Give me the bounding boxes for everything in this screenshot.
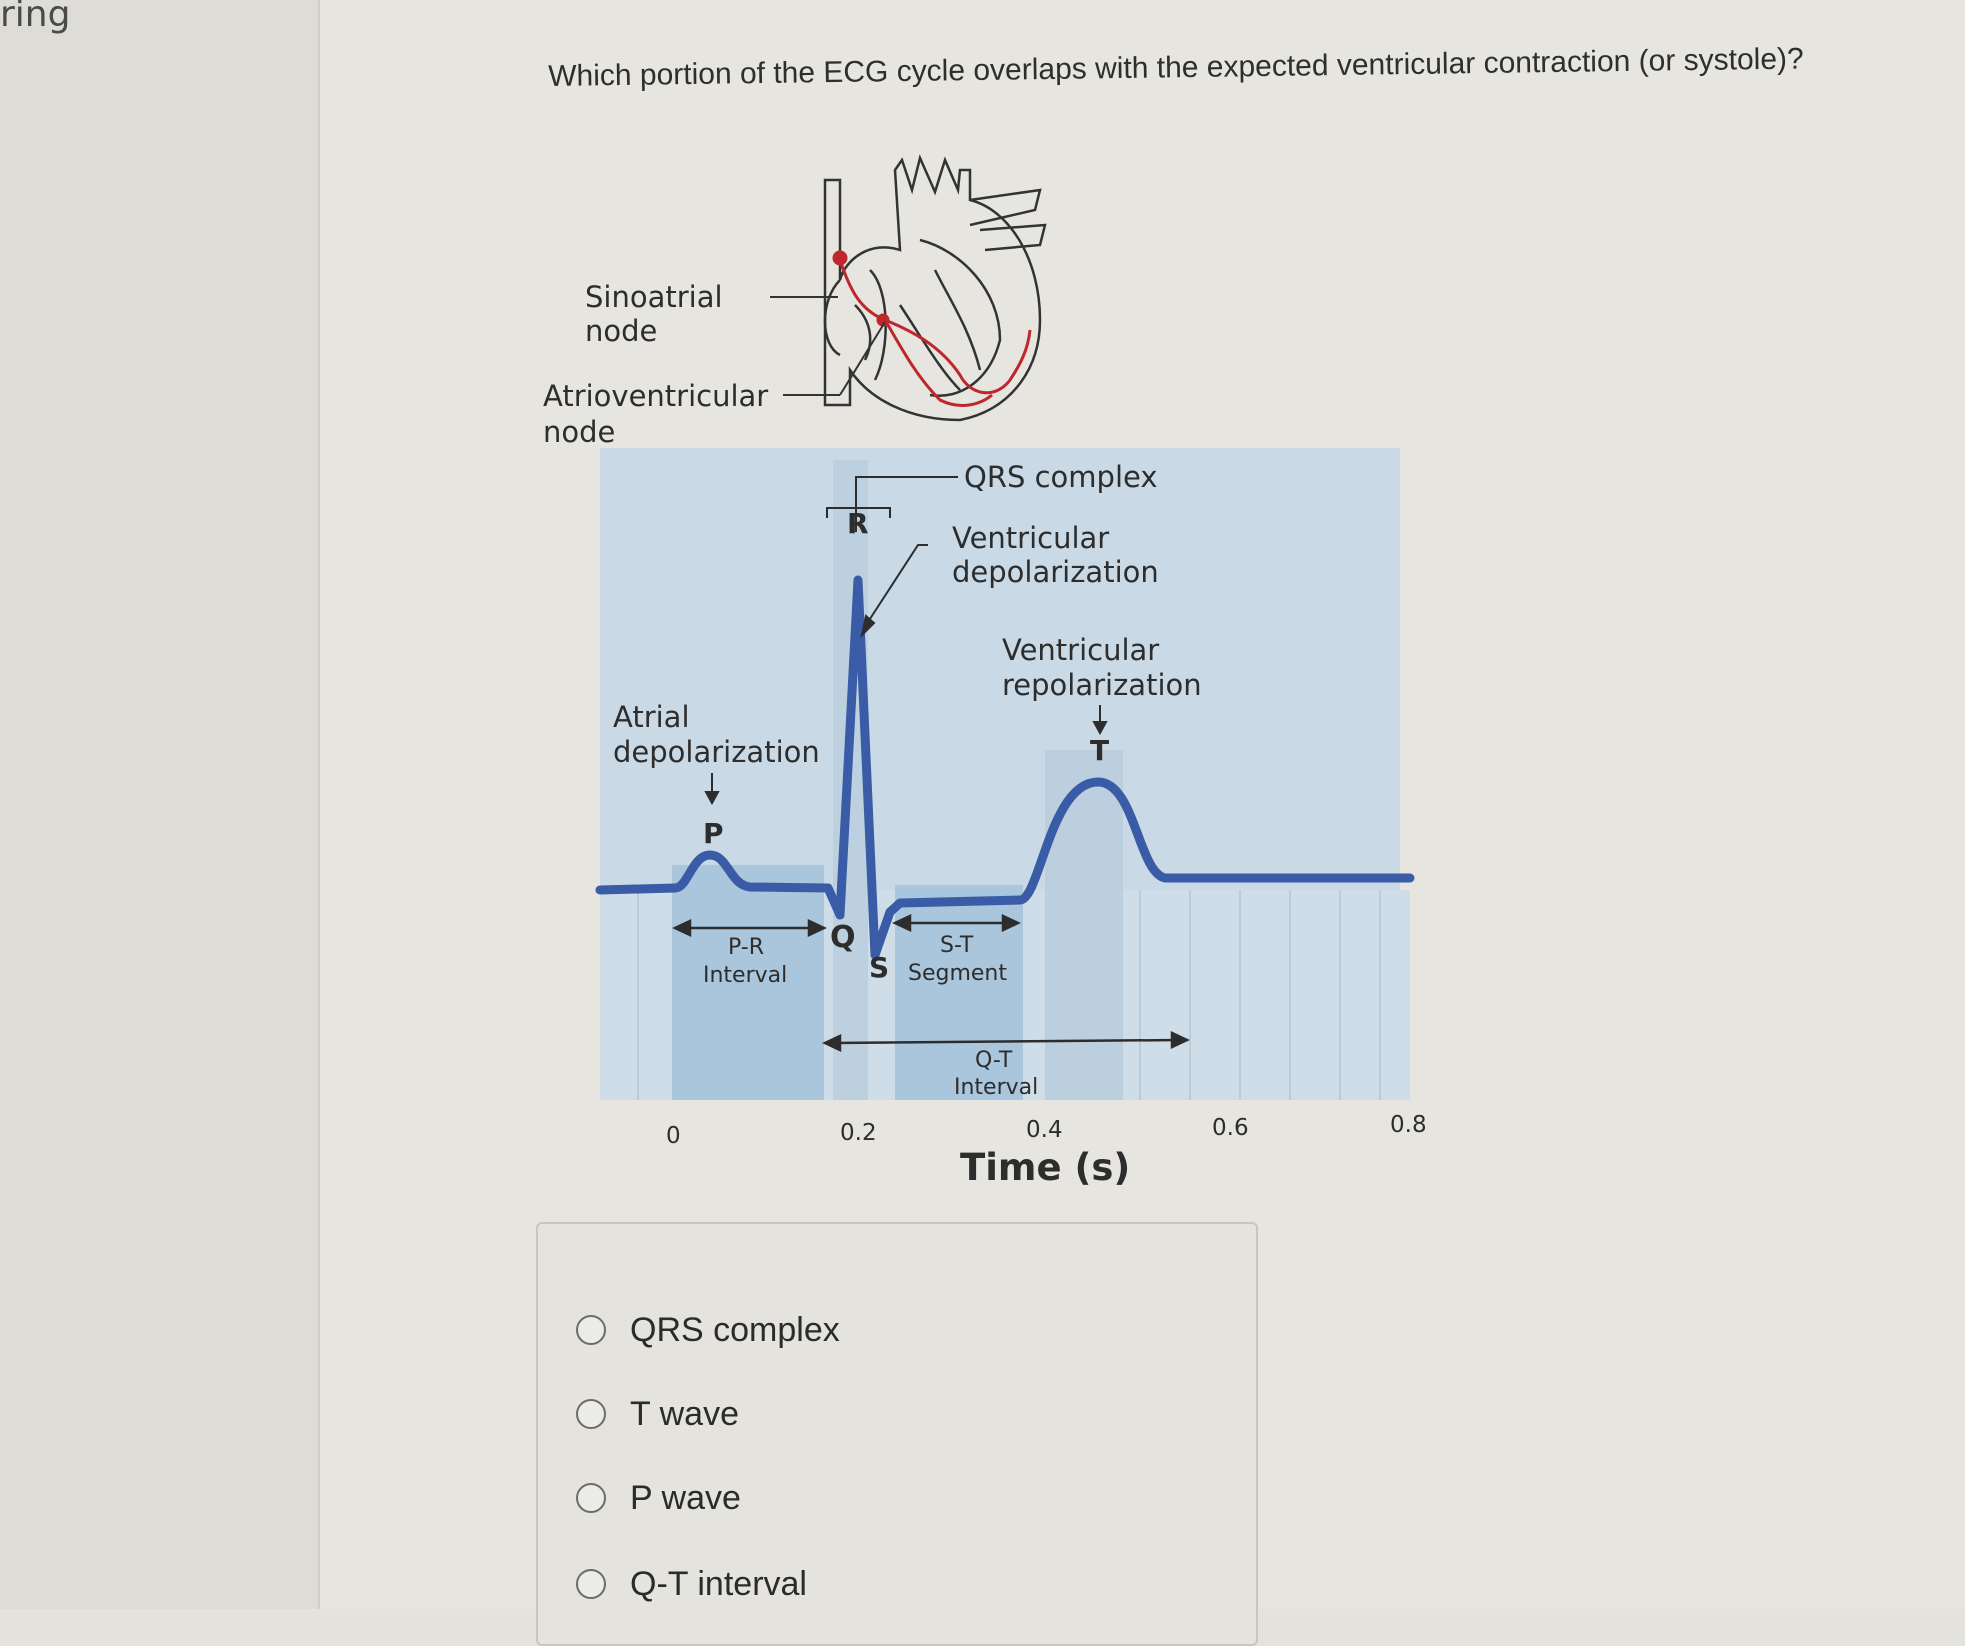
x-tick-2: 0.4	[1026, 1117, 1063, 1143]
s-label: S	[869, 951, 889, 984]
option-label: T wave	[630, 1395, 739, 1434]
qt-interval-label-2: Interval	[954, 1075, 1038, 1100]
ventricular-depolarization-label: Ventricular	[952, 521, 1109, 555]
atrial-depolarization-label-2: depolarization	[613, 735, 820, 769]
qt-interval-label: Q-T	[975, 1048, 1013, 1073]
x-tick-3: 0.6	[1212, 1115, 1249, 1141]
st-segment-label: S-T	[940, 933, 974, 958]
sidebar-heading-fragment: ring	[0, 0, 70, 35]
x-axis-label: Time (s)	[960, 1146, 1130, 1189]
option-label: P wave	[630, 1479, 741, 1518]
qrs-complex-label: QRS complex	[964, 460, 1158, 494]
answer-options-panel: QRS complex T wave P wave Q-T interval	[536, 1222, 1258, 1646]
option-p-wave[interactable]: P wave	[576, 1476, 741, 1520]
atrioventricular-label: Atrioventricular	[543, 379, 768, 413]
r-label: R	[847, 507, 869, 540]
x-tick-1: 0.2	[840, 1120, 877, 1146]
ventricular-repolarization-label: Ventricular	[1002, 633, 1159, 667]
option-label: QRS complex	[630, 1311, 840, 1350]
heart-illustration	[825, 158, 1045, 420]
radio-button[interactable]	[576, 1399, 606, 1429]
sinoatrial-label: Sinoatrial	[585, 280, 723, 314]
sidebar: ring	[0, 0, 320, 1609]
sinoatrial-label-2: node	[585, 314, 657, 348]
heart-leader-lines	[770, 297, 885, 395]
option-t-wave[interactable]: T wave	[576, 1392, 739, 1436]
x-tick-4: 0.8	[1390, 1112, 1427, 1138]
ecg-diagram: Sinoatrial node Atrioventricular node	[540, 130, 1440, 1200]
st-segment-label-2: Segment	[908, 961, 1007, 986]
option-qt-interval[interactable]: Q-T interval	[576, 1562, 807, 1606]
option-qrs-complex[interactable]: QRS complex	[576, 1308, 840, 1352]
pr-interval-label: P-R	[728, 935, 764, 960]
atrial-depolarization-label: Atrial	[613, 700, 690, 734]
t-wave-band	[1045, 750, 1123, 1100]
radio-button[interactable]	[576, 1483, 606, 1513]
ecg-figure: Sinoatrial node Atrioventricular node	[540, 130, 1440, 1200]
x-tick-0: 0	[666, 1123, 681, 1149]
t-label: T	[1090, 734, 1109, 767]
q-label: Q	[830, 920, 856, 955]
option-label: Q-T interval	[630, 1565, 807, 1604]
ventricular-depolarization-label-2: depolarization	[952, 555, 1159, 589]
pr-interval-label-2: Interval	[703, 963, 787, 988]
radio-button[interactable]	[576, 1569, 606, 1599]
ventricular-repolarization-label-2: repolarization	[1002, 668, 1202, 702]
atrioventricular-label-2: node	[543, 415, 615, 449]
p-label: P	[703, 817, 724, 850]
radio-button[interactable]	[576, 1315, 606, 1345]
